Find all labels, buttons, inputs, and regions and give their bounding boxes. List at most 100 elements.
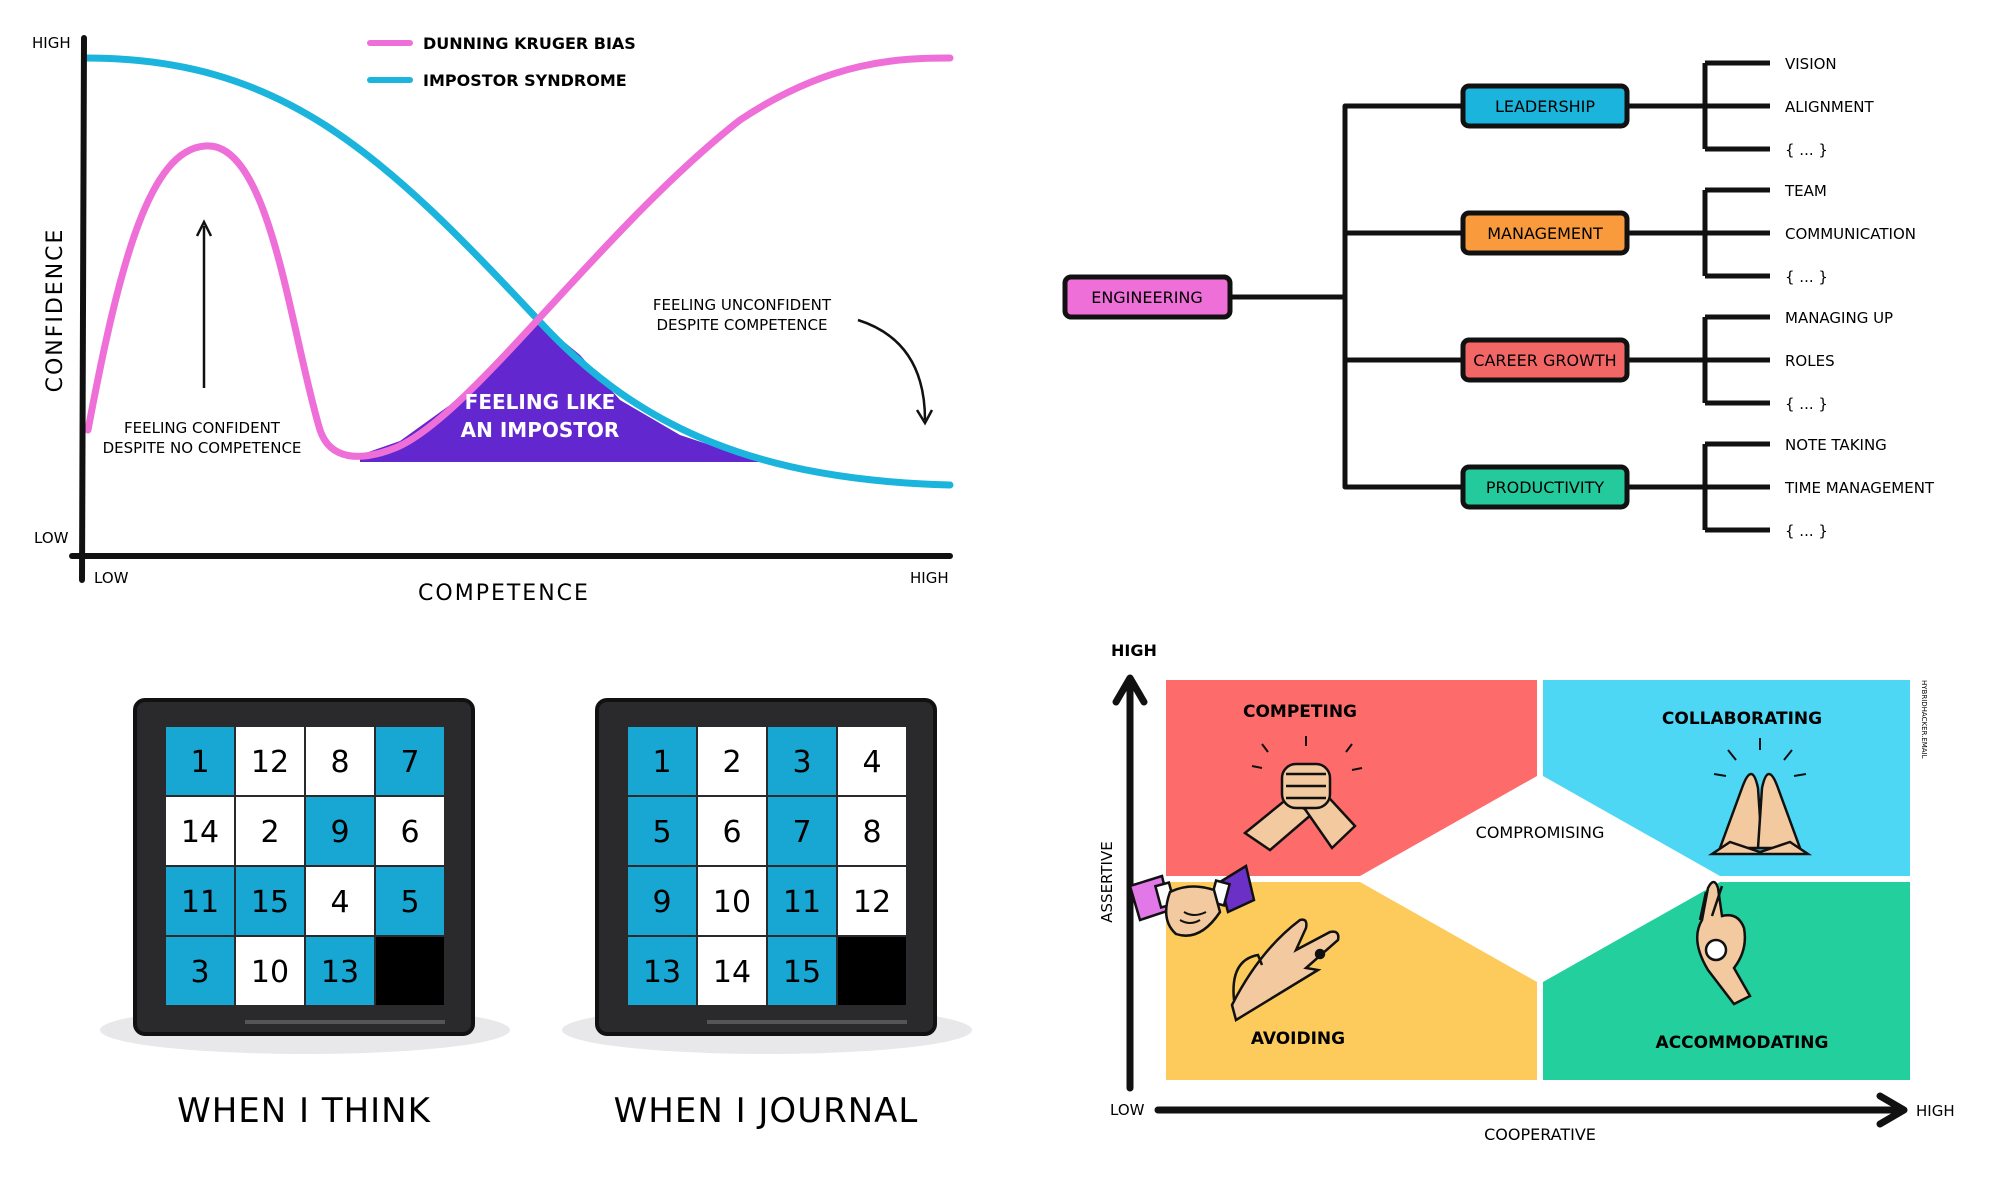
puzzle-tile (376, 797, 444, 865)
puzzle-tile (698, 797, 766, 865)
branch-label: PRODUCTIVITY (1486, 478, 1604, 497)
branch-node (1460, 337, 1630, 383)
tile-number: 2 (722, 745, 741, 780)
puzzle-tile (236, 937, 304, 1005)
puzzle-tile (306, 727, 374, 795)
tile-number: 5 (652, 815, 671, 850)
x-axis-arrow (1154, 1092, 1908, 1128)
y-high-label: HIGH (1111, 641, 1157, 660)
dunning-kruger-curve (84, 54, 954, 460)
leaf-label: TEAM (1784, 182, 1827, 200)
puzzle-tile (628, 727, 696, 795)
tile-number: 7 (792, 815, 811, 850)
branch-label: LEADERSHIP (1495, 97, 1595, 116)
tile-number: 11 (783, 885, 821, 920)
area-label-line1: FEELING LIKE (465, 390, 616, 414)
x-high-label: HIGH (1916, 1102, 1955, 1120)
tile-number: 15 (783, 955, 821, 990)
leaf-label: { ... } (1785, 522, 1828, 540)
tile-number: 6 (722, 815, 741, 850)
puzzle-tile (768, 867, 836, 935)
tile-number: 13 (643, 955, 681, 990)
tile-number: 12 (251, 745, 289, 780)
puzzle-tile (306, 867, 374, 935)
puzzle-tile (838, 727, 906, 795)
leaf-label: ALIGNMENT (1785, 98, 1875, 116)
y-axis-label: CONFIDENCE (43, 228, 68, 393)
legend-impostor-label: IMPOSTOR SYNDROME (423, 71, 627, 90)
watermark-text: HYBRIDHACKER.EMAIL (1920, 680, 1928, 759)
puzzle-tile (166, 867, 234, 935)
leaf-label: MANAGING UP (1785, 309, 1893, 327)
puzzle-tile (838, 867, 906, 935)
puzzle-tile (698, 937, 766, 1005)
puzzle-tile (166, 727, 234, 795)
curved-arrow (857, 318, 934, 426)
puzzle-tile (768, 937, 836, 1005)
competing-label: COMPETING (1243, 702, 1357, 722)
note-right-line1: FEELING UNCONFIDENT (653, 296, 832, 314)
collaborating-region (1543, 680, 1910, 876)
branch-node (1460, 83, 1630, 129)
leaf-label: VISION (1785, 55, 1837, 73)
ok-hand-icon (1695, 880, 1752, 1006)
tile-number: 10 (251, 955, 289, 990)
puzzle-tile (236, 867, 304, 935)
up-arrow (195, 219, 213, 388)
note-left-line2: DESPITE NO COMPETENCE (103, 439, 302, 457)
x-axis-label: COOPERATIVE (1484, 1125, 1596, 1144)
leaf-label: ROLES (1785, 352, 1835, 370)
tile-number: 6 (400, 815, 419, 850)
tile-number: 7 (400, 745, 419, 780)
tile-number: 15 (251, 885, 289, 920)
puzzle-tile (628, 937, 696, 1005)
puzzle-tile (768, 727, 836, 795)
puzzle-tile (376, 867, 444, 935)
leaf-label: { ... } (1785, 268, 1828, 286)
engineering-tree: ENGINEERING LEADERSHIP VISION ALIGNMENT { ..… (1000, 0, 2000, 600)
tile-number: 3 (190, 955, 209, 990)
conflict-modes-quadrant: HIGH LOW HIGH ASSERTIVE COOPERATIVE COMP… (1000, 620, 2000, 1189)
stop-hand-icon (1230, 918, 1340, 1022)
puzzle-tile (236, 797, 304, 865)
puzzle-tile (306, 797, 374, 865)
y-axis (79, 35, 87, 583)
handshake-icon (1128, 864, 1256, 937)
puzzle-caption: WHEN I JOURNAL (614, 1091, 919, 1131)
tile-number: 2 (260, 815, 279, 850)
y-low-label: LOW (34, 529, 69, 547)
tile-number: 8 (330, 745, 349, 780)
leaf-label: { ... } (1785, 395, 1828, 413)
leaf-label: { ... } (1785, 141, 1828, 159)
clasped-hands-icon (1242, 736, 1363, 852)
puzzle-tile (236, 727, 304, 795)
tile-number: 14 (181, 815, 219, 850)
empty-slot (376, 937, 444, 1005)
puzzle-tile (166, 797, 234, 865)
branch-node (1460, 464, 1630, 510)
note-left-line1: FEELING CONFIDENT (124, 419, 281, 437)
impostor-area (360, 322, 760, 462)
puzzle-tile (376, 727, 444, 795)
tile-number: 14 (713, 955, 751, 990)
compromising-label: COMPROMISING (1476, 823, 1605, 842)
puzzle-tile (628, 867, 696, 935)
tile-number: 1 (652, 745, 671, 780)
accommodating-label: ACCOMMODATING (1656, 1033, 1829, 1053)
tile-number: 13 (321, 955, 359, 990)
praying-hands-icon (1707, 738, 1813, 856)
leaf-label: NOTE TAKING (1785, 436, 1887, 454)
leaf-label: TIME MANAGEMENT (1784, 479, 1935, 497)
x-axis-label: COMPETENCE (418, 581, 590, 606)
root-label: ENGINEERING (1091, 288, 1203, 307)
tile-number: 8 (862, 815, 881, 850)
y-high-label: HIGH (32, 34, 71, 52)
legend-dunning-label: DUNNING KRUGER BIAS (423, 34, 636, 53)
puzzle-tile (628, 797, 696, 865)
puzzle-tile (306, 937, 374, 1005)
puzzle-tile (838, 797, 906, 865)
y-axis-label: ASSERTIVE (1098, 841, 1116, 922)
branch-label: CAREER GROWTH (1473, 351, 1616, 370)
